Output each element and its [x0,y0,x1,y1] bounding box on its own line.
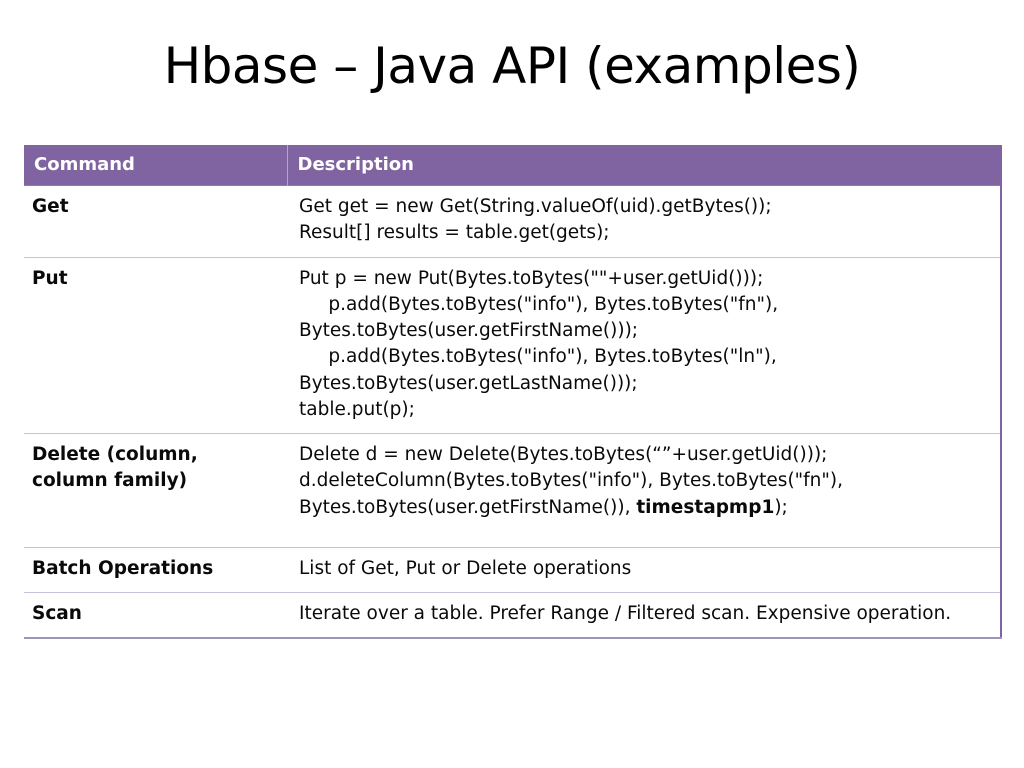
hbase-java-api-table: Command Description Get Get get = new Ge… [24,145,1002,640]
table-row: Put Put p = new Put(Bytes.toBytes(""+use… [24,256,1001,434]
row-command-batch-operations: Batch Operations [24,546,287,593]
table-row: Scan Iterate over a table. Prefer Range … [24,592,1001,639]
column-header-description: Description [286,145,1001,186]
api-table-container: Command Description Get Get get = new Ge… [24,145,1002,640]
column-header-command: Command [24,145,287,186]
table-row: Get Get get = new Get(String.valueOf(uid… [24,185,1001,258]
row-description-batch-operations: List of Get, Put or Delete operations [287,546,1001,593]
delete-code-part2: ); [774,496,788,518]
table-row: Delete (column, column family) Delete d … [24,433,1001,548]
row-command-get: Get [24,185,287,258]
row-description-delete: Delete d = new Delete(Bytes.toBytes(“”+u… [287,433,1001,548]
table-header-row: Command Description [24,145,1001,186]
table-header: Command Description [24,145,1001,186]
table-row: Batch Operations List of Get, Put or Del… [24,546,1001,593]
row-description-get: Get get = new Get(String.valueOf(uid).ge… [287,185,1001,258]
delete-code-timestamp-arg: timestapmp1 [636,496,775,518]
row-command-delete: Delete (column, column family) [24,433,287,548]
row-command-put: Put [24,256,287,434]
row-command-scan: Scan [24,592,287,639]
row-description-put: Put p = new Put(Bytes.toBytes(""+user.ge… [287,256,1001,434]
row-description-scan: Iterate over a table. Prefer Range / Fil… [287,592,1001,639]
page-title: Hbase – Java API (examples) [163,37,861,95]
table-body: Get Get get = new Get(String.valueOf(uid… [24,185,1001,639]
delete-code-part1: Delete d = new Delete(Bytes.toBytes(“”+u… [299,444,844,518]
